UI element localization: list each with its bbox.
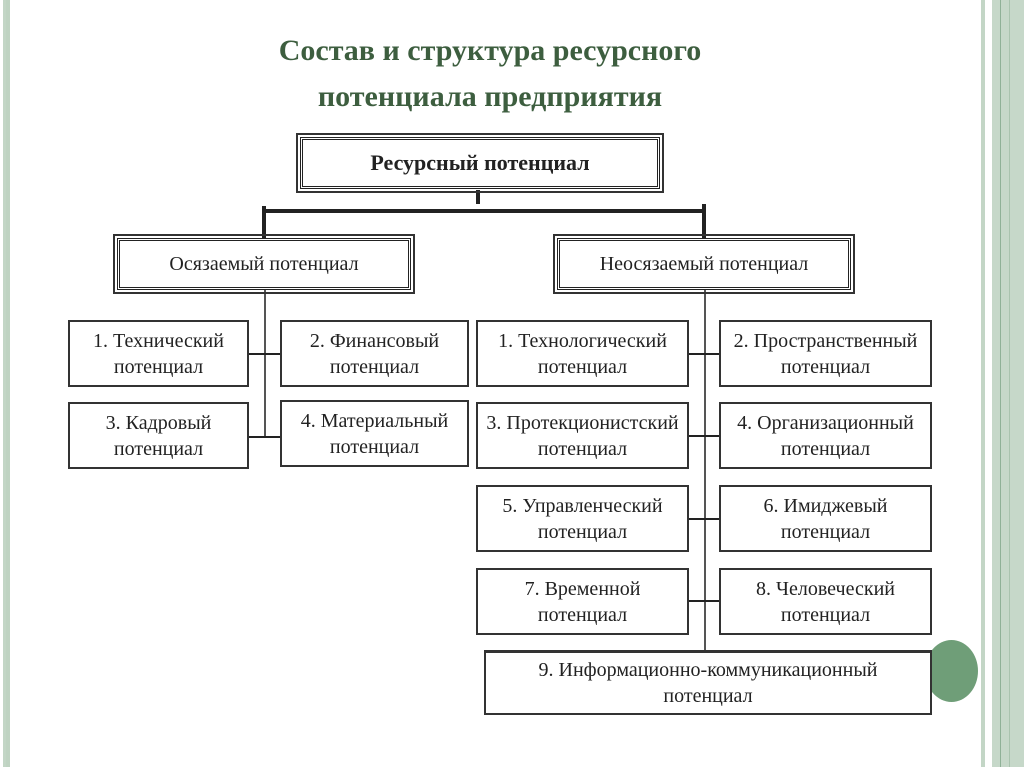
node-human: 8. Человеческий потенциал <box>719 568 932 635</box>
node-sublabel: потенциал <box>329 435 420 458</box>
node-label: 3. Протекционистский <box>486 411 679 434</box>
node-label: 7. Временной <box>524 577 641 600</box>
node-spatial: 2. Пространственный потенциал <box>719 320 932 387</box>
title-line-1: Состав и структура ресурсного <box>278 34 702 67</box>
node-label: 1. Технологический <box>498 329 667 352</box>
branch-bar <box>262 209 706 213</box>
branch-node-intangible: Неосязаемый потенциал <box>553 234 855 294</box>
right-row1-connector <box>688 353 720 355</box>
node-technological: 1. Технологический потенциал <box>476 320 689 387</box>
node-label: 4. Материальный <box>300 409 449 432</box>
node-label: 3. Кадровый <box>105 411 212 434</box>
node-label: 8. Человеческий <box>756 577 895 600</box>
node-sublabel: потенциал <box>663 685 753 707</box>
node-financial: 2. Финансовый потенциал <box>280 320 469 387</box>
left-row2-connector <box>248 436 280 438</box>
right-trunk-line <box>704 290 706 652</box>
node-sublabel: потенциал <box>537 603 628 626</box>
node-label: 5. Управленческий <box>502 494 663 517</box>
node-material: 4. Материальный потенциал <box>280 400 469 467</box>
title-line-2: потенциала предприятия <box>317 80 663 113</box>
branch-label: Осязаемый потенциал <box>169 253 359 275</box>
node-info-communication: 9. Информационно-коммуникационный потенци… <box>484 650 932 715</box>
root-label: Ресурсный потенциал <box>370 150 590 175</box>
node-sublabel: потенциал <box>780 355 871 378</box>
left-branch-connector <box>262 206 266 238</box>
node-sublabel: потенциал <box>780 437 871 460</box>
node-label: 4. Организационный <box>737 411 914 434</box>
root-node: Ресурсный потенциал <box>296 133 664 193</box>
right-border-stripe <box>981 0 985 767</box>
node-image: 6. Имиджевый потенциал <box>719 485 932 552</box>
node-sublabel: потенциал <box>780 520 871 543</box>
left-border-stripe <box>3 0 7 767</box>
right-border-line <box>1009 0 1010 767</box>
node-sublabel: потенциал <box>537 355 628 378</box>
node-technical: 1. Технический потенциал <box>68 320 249 387</box>
node-personnel: 3. Кадровый потенциал <box>68 402 249 469</box>
node-label: 2. Финансовый <box>309 329 440 352</box>
left-border-stripe <box>6 0 10 767</box>
left-row1-connector <box>248 353 280 355</box>
right-border-band <box>992 0 1024 767</box>
node-temporal: 7. Временной потенциал <box>476 568 689 635</box>
node-label: 1. Технический <box>93 329 224 352</box>
node-sublabel: потенциал <box>329 355 420 378</box>
branch-label: Неосязаемый потенциал <box>599 253 809 275</box>
right-border-line <box>1000 0 1001 767</box>
node-sublabel: потенциал <box>113 355 204 378</box>
node-sublabel: потенциал <box>780 603 871 626</box>
node-protectionist: 3. Протекционистский потенциал <box>476 402 689 469</box>
right-row3-connector <box>688 518 720 520</box>
left-trunk-line <box>264 290 266 438</box>
right-row4-connector <box>688 600 720 602</box>
node-managerial: 5. Управленческий потенциал <box>476 485 689 552</box>
node-organizational: 4. Организационный потенциал <box>719 402 932 469</box>
node-label: 2. Пространственный <box>733 329 918 352</box>
node-sublabel: потенциал <box>537 437 628 460</box>
slide-title: Состав и структура ресурсного потенциала… <box>180 28 800 120</box>
right-row2-connector <box>688 435 720 437</box>
right-branch-connector <box>702 204 706 238</box>
node-label: 9. Информационно-коммуникационный <box>538 659 878 681</box>
node-sublabel: потенциал <box>537 520 628 543</box>
node-sublabel: потенциал <box>113 437 204 460</box>
root-connector <box>476 190 480 204</box>
decorative-circle <box>925 640 978 702</box>
node-label: 6. Имиджевый <box>763 494 888 517</box>
branch-node-tangible: Осязаемый потенциал <box>113 234 415 294</box>
